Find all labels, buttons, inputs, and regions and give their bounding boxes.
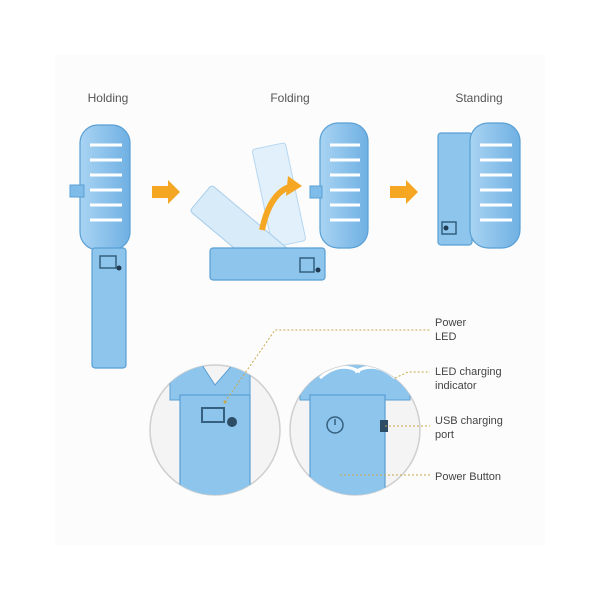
fan-standing-illustration (437, 122, 521, 249)
arrow-right-icon (390, 180, 418, 204)
callout-usb-port: USB charging port (435, 415, 503, 441)
callout-led-indicator: LED charging indicator (435, 366, 502, 392)
callout-power-button: Power Button (435, 471, 502, 483)
arrow-right-icon (152, 180, 180, 204)
callout-power-led: Power LED (435, 317, 467, 343)
detail-circle-right (289, 364, 421, 496)
fan-holding-illustration (69, 124, 131, 369)
detail-circle-left (149, 364, 281, 496)
callout-lines (224, 329, 430, 476)
fan-folding-illustration (190, 122, 369, 281)
stage-label-holding: Holding (87, 91, 129, 105)
stage-label-standing: Standing (455, 91, 503, 105)
stage-label-folding: Folding (270, 91, 310, 105)
